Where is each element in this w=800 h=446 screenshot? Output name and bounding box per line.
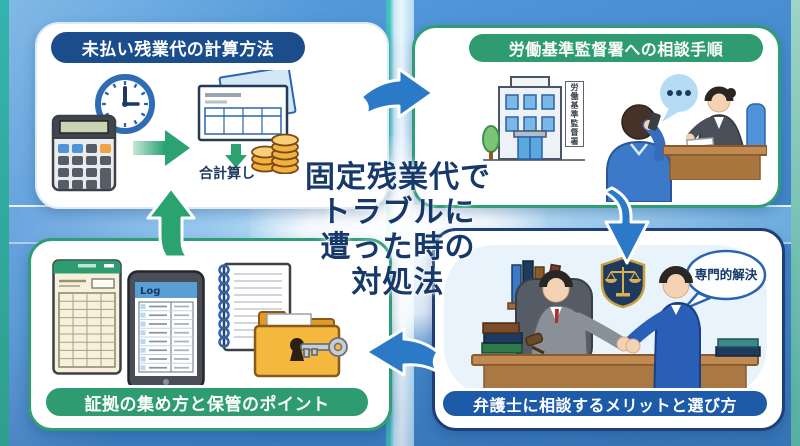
card-lawyer: 専門的解決 弁護士に相談するメリットと選び方 bbox=[432, 228, 785, 431]
card-calculation: 未払い残業代の計算方法 bbox=[35, 22, 389, 209]
gavel-icon bbox=[525, 332, 545, 355]
scales-shield-icon bbox=[600, 256, 646, 309]
right-edge-strip bbox=[791, 0, 800, 446]
lawyer-desk bbox=[471, 354, 759, 366]
desk bbox=[663, 145, 767, 156]
building-sign: 労働基準監督署 bbox=[565, 81, 584, 147]
tree-icon bbox=[482, 125, 500, 153]
arrow-down-icon bbox=[602, 186, 650, 265]
section-label-calculation: 未払い残業代の計算方法 bbox=[51, 32, 305, 63]
lawyer-scene bbox=[444, 245, 767, 408]
coins-icon bbox=[251, 133, 299, 174]
calc-total-caption: 合計算し bbox=[199, 166, 255, 182]
speech-bubble-icon bbox=[682, 249, 767, 311]
card-labor-office: 労働基準監督署への相談手順 労働基準監督署 bbox=[412, 25, 781, 208]
section-label-labor-office: 労働基準監督署への相談手順 bbox=[469, 34, 763, 62]
page-title: 固定残業代で トラブルに 遭った時の 対処法 bbox=[305, 160, 491, 300]
building-icon bbox=[482, 76, 585, 161]
timesheet-icon bbox=[52, 259, 122, 375]
labor-office-building: 労働基準監督署 bbox=[481, 72, 587, 168]
handshake-illustration bbox=[616, 336, 641, 354]
law-books-icon bbox=[481, 322, 545, 355]
tablet-log-label: Log bbox=[140, 286, 160, 297]
arrow-down-small-icon bbox=[225, 144, 247, 168]
arrow-right-small-icon bbox=[133, 130, 190, 166]
arrow-right-icon bbox=[359, 67, 435, 119]
tablet-icon: Log bbox=[127, 270, 205, 390]
speech-dots-icon bbox=[660, 74, 698, 122]
consultant-illustration bbox=[663, 86, 767, 180]
arrow-left-icon bbox=[364, 327, 440, 377]
payslip-icon bbox=[197, 70, 297, 142]
section-label-lawyer: 弁護士に相談するメリットと選び方 bbox=[440, 388, 770, 419]
lawyer-bubble-text: 専門的解決 bbox=[694, 267, 758, 282]
card-evidence: Log bbox=[28, 238, 392, 431]
section-label-evidence: 証拠の集め方と保管のポイント bbox=[43, 385, 371, 419]
left-edge-strip bbox=[0, 0, 9, 446]
books-right-icon bbox=[715, 338, 761, 357]
key-icon bbox=[300, 337, 348, 358]
arrow-up-icon bbox=[146, 186, 196, 259]
calculator-icon bbox=[51, 114, 117, 192]
